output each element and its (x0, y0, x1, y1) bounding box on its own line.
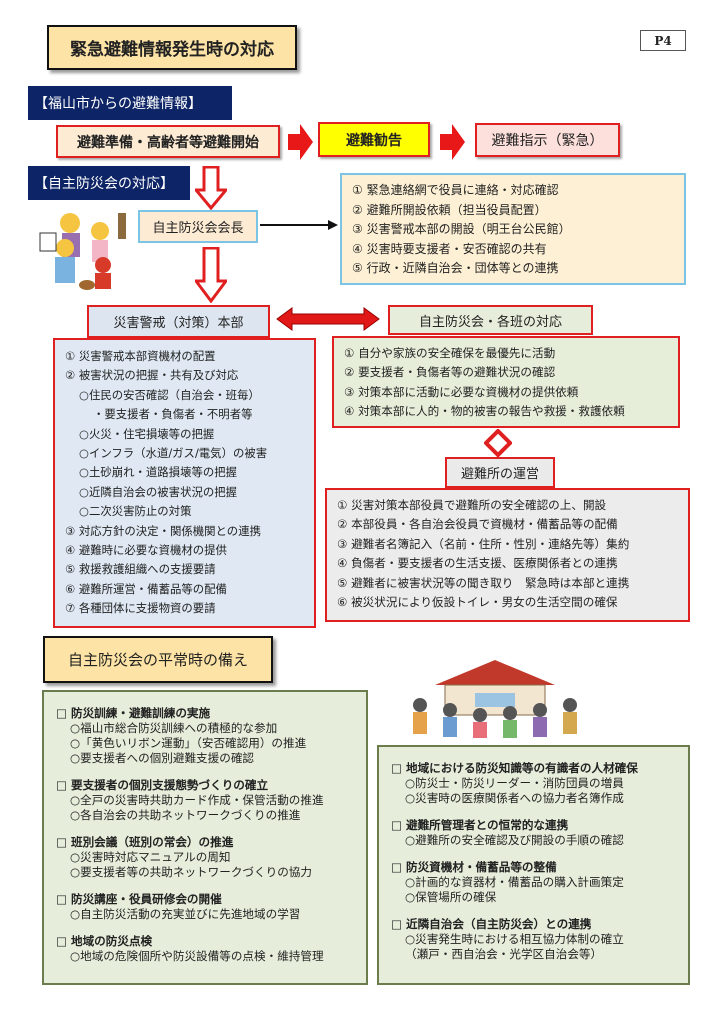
down-arrow-icon (195, 166, 227, 210)
right-arrow-icon (260, 220, 338, 230)
prep-subitem: ○災害時の医療関係者への協力者名簿作成 (405, 791, 624, 805)
list-item: ④ 避難時に必要な資機材の提供 (65, 543, 227, 558)
prep-item-heading: □ 地域の防災点検 (56, 934, 153, 948)
list-item: ○インフラ（水道/ガス/電気）の被害 (79, 446, 268, 461)
hq-task-list: ① 災害警戒本部資機材の配置 ② 被害状況の把握・共有及び対応 ○住民の安否確認（自… (53, 338, 316, 628)
list-item: ③ 災害警戒本部の開設（明王台公民館） (352, 222, 571, 236)
step-prep: 避難準備・高齢者等避難開始 (56, 125, 280, 158)
list-item: ○近隣自治会の被害状況の把握 (79, 484, 238, 499)
list-item: ④ 対策本部に人的・物的被害の報告や救援・救護依頼 (344, 404, 625, 419)
community-illustration (413, 660, 577, 738)
prep-subitem: ○各自治会の共助ネットワークづくりの推進 (70, 808, 301, 822)
list-item: ① 自分や家族の安全確保を最優先に活動 (344, 346, 556, 360)
prep-list-right: □ 地域における防災知識等の有識者の人材確保○防災士・防災リーダー・消防団員の増… (377, 745, 690, 985)
prep-subitem: ○全戸の災害時共助カード作成・保管活動の推進 (70, 793, 324, 807)
list-item: ⑥ 被災状況により仮設トイレ・男女の生活空間の確保 (337, 595, 618, 610)
list-item: ⑥ 避難所運営・備蓄品等の配備 (65, 581, 227, 596)
prep-item-heading: □ 避難所管理者との恒常的な連携 (391, 818, 569, 832)
prep-subitem: ○保管場所の確保 (405, 890, 497, 904)
prep-item-heading: □ 近隣自治会（自主防災会）との連携 (391, 917, 592, 931)
prep-subitem: ○防災士・防災リーダー・消防団員の増員 (405, 776, 624, 790)
shelter-heading: 避難所の運営 (445, 457, 555, 488)
prep-subitem: ○災害時対応マニュアルの周知 (70, 850, 231, 864)
list-item: ⑤ 避難者に被害状況等の聞き取り 緊急時は本部と連携 (337, 575, 630, 590)
shelter-task-list: ① 災害対策本部役員で避難所の安全確認の上、開設 ② 本部役員・各自治会役員で資… (325, 488, 690, 622)
page-title: 緊急避難情報発生時の対応 (47, 25, 297, 70)
prep-item-heading: □ 防災資機材・備蓄品等の整備 (391, 860, 557, 874)
double-arrow-icon (276, 307, 380, 331)
step-advisory: 避難勧告 (318, 122, 430, 157)
list-item: ⑦ 各種団体に支援物資の要請 (65, 601, 216, 616)
leader-tasks: ① 緊急連絡網で役員に連絡・対応確認 ② 避難所開設依頼（担当役員配置） ③ 災… (340, 173, 686, 285)
prep-subitem: ○「黄色いリボン運動」（安否確認用）の推進 (70, 736, 307, 750)
list-item: ① 災害対策本部役員で避難所の安全確認の上、開設 (337, 498, 607, 512)
up-down-arrow-icon (484, 429, 512, 457)
list-item: ② 避難所開設依頼（担当役員配置） (352, 202, 547, 217)
list-item: ③ 避難者名簿記入（名前・住所・性別・連絡先等）集約 (337, 536, 630, 551)
prep-item-heading: □ 要支援者の個別支援態勢づくりの確立 (56, 778, 269, 792)
prep-subitem: ○災害発生時における相互協力体制の確立 (405, 932, 624, 946)
prep-subitem: ○福山市総合防災訓練への積極的な参加 (70, 721, 278, 735)
list-item: ① 災害警戒本部資機材の配置 (65, 349, 216, 363)
leader-box: 自主防災会会長 (138, 210, 258, 243)
prep-heading: 自主防災会の平常時の備え (43, 636, 273, 683)
teams-heading: 自主防災会・各班の対応 (388, 305, 593, 335)
down-arrow-icon (195, 247, 227, 303)
list-item: ④ 負傷者・要支援者の生活支援、医療関係者との連携 (337, 556, 618, 571)
list-item: ○土砂崩れ・道路損壊等の把握 (79, 465, 238, 480)
prep-item-heading: □ 地域における防災知識等の有識者の人材確保 (391, 761, 638, 775)
list-item: ⑤ 救援救護組織への支援要請 (65, 562, 216, 577)
page-number: P4 (640, 30, 686, 51)
list-item: ④ 災害時要支援者・安否確認の共有 (352, 241, 547, 256)
list-item: ① 緊急連絡網で役員に連絡・対応確認 (352, 183, 559, 197)
list-item: ○住民の安否確認（自治会・班毎） (79, 387, 260, 402)
prep-subitem: ○地域の危険個所や防災設備等の点検・維持管理 (70, 949, 324, 963)
prep-subitem: ○自主防災活動の充実並びに先進地域の学習 (70, 907, 301, 921)
list-item: ○二次災害防止の対策 (79, 504, 192, 519)
list-item: ② 要支援者・負傷者等の避難状況の確認 (344, 365, 556, 380)
prep-item-heading: □ 班別会議（班別の常会）の推進 (56, 835, 234, 849)
list-item: ③ 対策本部に活動に必要な資機材の提供依頼 (344, 384, 579, 399)
prep-item-heading: □ 防災訓練・避難訓練の実施 (56, 706, 211, 720)
list-item: ⑤ 行政・近隣自治会・団体等との連携 (352, 261, 559, 275)
prep-subitem: ○避難所の安全確認及び開設の手順の確認 (405, 833, 624, 847)
list-item: ② 被害状況の把握・共有及び対応 (65, 368, 239, 383)
right-arrow-icon (288, 124, 313, 160)
hq-heading: 災害警戒（対策）本部 (87, 305, 270, 338)
list-item: ・要支援者・負傷者・不明者等 (93, 407, 253, 422)
list-item: ○火災・住宅損壊等の把握 (79, 426, 215, 441)
prep-item-heading: □ 防災講座・役員研修会の開催 (56, 892, 222, 906)
association-heading: 【自主防災会の対応】 (28, 166, 190, 200)
teams-task-list: ① 自分や家族の安全確保を最優先に活動 ② 要支援者・負傷者等の避難状況の確認 … (332, 336, 680, 428)
volunteers-illustration (39, 213, 126, 290)
list-item: ③ 対応方針の決定・関係機関との連携 (65, 523, 261, 538)
prep-subitem: （瀬戸・西自治会・光学区自治会等） (405, 947, 603, 961)
prep-subitem: ○要支援者等の共助ネットワークづくりの協力 (70, 865, 312, 879)
prep-subitem: ○計画的な資器材・備蓄品の購入計画策定 (405, 875, 624, 889)
step-order: 避難指示（緊急） (475, 123, 620, 157)
prep-subitem: ○要支援者への個別避難支援の確認 (70, 751, 255, 765)
right-arrow-icon (440, 124, 465, 160)
list-item: ② 本部役員・各自治会役員で資機材・備蓄品等の配備 (337, 517, 618, 532)
prep-list-left: □ 防災訓練・避難訓練の実施○福山市総合防災訓練への積極的な参加○「黄色いリボン… (42, 690, 368, 985)
city-info-heading: 【福山市からの避難情報】 (28, 86, 232, 120)
